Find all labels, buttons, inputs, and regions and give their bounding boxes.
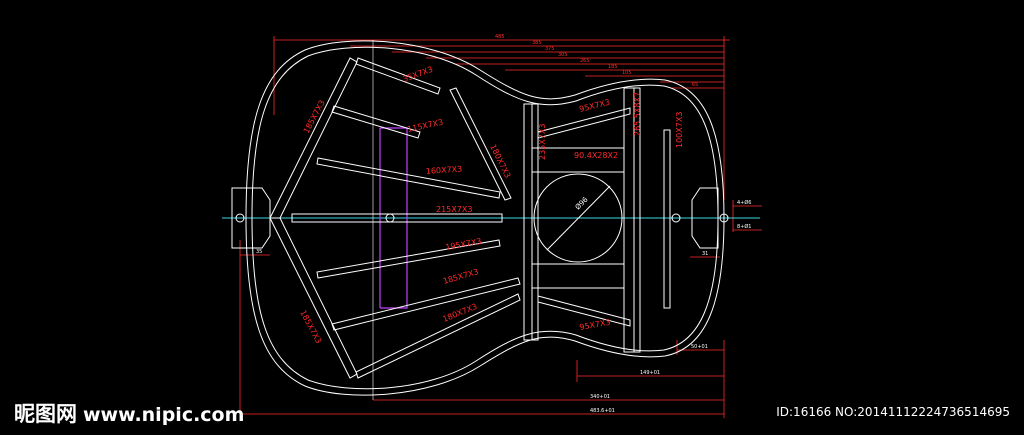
dim-bottom-2: 149+01 — [640, 370, 660, 376]
dim-bottom-3: 340+01 — [590, 394, 610, 400]
dim-right-1: 4+Ø6 — [737, 199, 752, 206]
label-center-brace: 215X7X3 — [436, 205, 472, 214]
dim-top-3: 375 — [545, 46, 555, 52]
dim-top-6: 185 — [608, 64, 618, 70]
label-waist-lower: 95X7X3 — [579, 318, 611, 332]
dim-bottom-4: 483.6+01 — [590, 408, 615, 414]
label-left-bottom-diag: 185X7X3 — [298, 309, 323, 345]
label-upper-left-1: 35X7X3 — [402, 65, 435, 84]
dim-top-8: 65 — [692, 82, 698, 88]
label-upper-left-3: 160X7X3 — [426, 164, 463, 176]
label-plate: 90.4X28X2 — [574, 151, 618, 160]
dim-top-1: 485 — [495, 34, 505, 40]
label-vertical-bar: 265.5X8X7 — [633, 92, 642, 136]
watermark: 昵图网 www.nipic.com — [14, 398, 244, 428]
label-right-bar: 100X7X3 — [675, 112, 684, 148]
image-id: ID:16166 NO:20141112224736514695 — [776, 405, 1010, 419]
label-lower-3: 180X7X3 — [441, 302, 478, 324]
fan-braces — [269, 57, 671, 379]
label-lower-2: 185X7X3 — [442, 267, 479, 286]
watermark-brand: 昵图网 — [14, 402, 77, 426]
dim-right-3: 31 — [702, 251, 708, 257]
label-upper-left-2: 115X7X3 — [407, 118, 444, 134]
dim-left-small: 35 — [256, 249, 262, 255]
watermark-site: www.nipic.com — [83, 404, 245, 426]
dim-top-4: 305 — [558, 52, 568, 58]
dimension-lines — [239, 36, 762, 420]
label-waist-upper: 95X7X3 — [578, 98, 611, 114]
dim-bottom-1: 50+01 — [691, 344, 708, 350]
guide-rectangle — [379, 127, 408, 309]
dim-top-2: 385 — [532, 40, 542, 46]
dim-top-5: 265 — [580, 58, 590, 64]
dimension-texts: 485 385 375 305 265 185 105 65 — [495, 34, 698, 88]
dimension-texts-white: 4+Ø6 8+Ø1 35 31 50+01 149+01 340+01 483.… — [256, 199, 752, 414]
dim-top-7: 105 — [622, 70, 632, 76]
dim-right-2: 8+Ø1 — [737, 223, 752, 230]
label-vertical-left: 235X7X3 — [538, 124, 547, 160]
brace-labels: 35X7X3 115X7X3 160X7X3 215X7X3 195X7X3 1… — [298, 65, 684, 345]
